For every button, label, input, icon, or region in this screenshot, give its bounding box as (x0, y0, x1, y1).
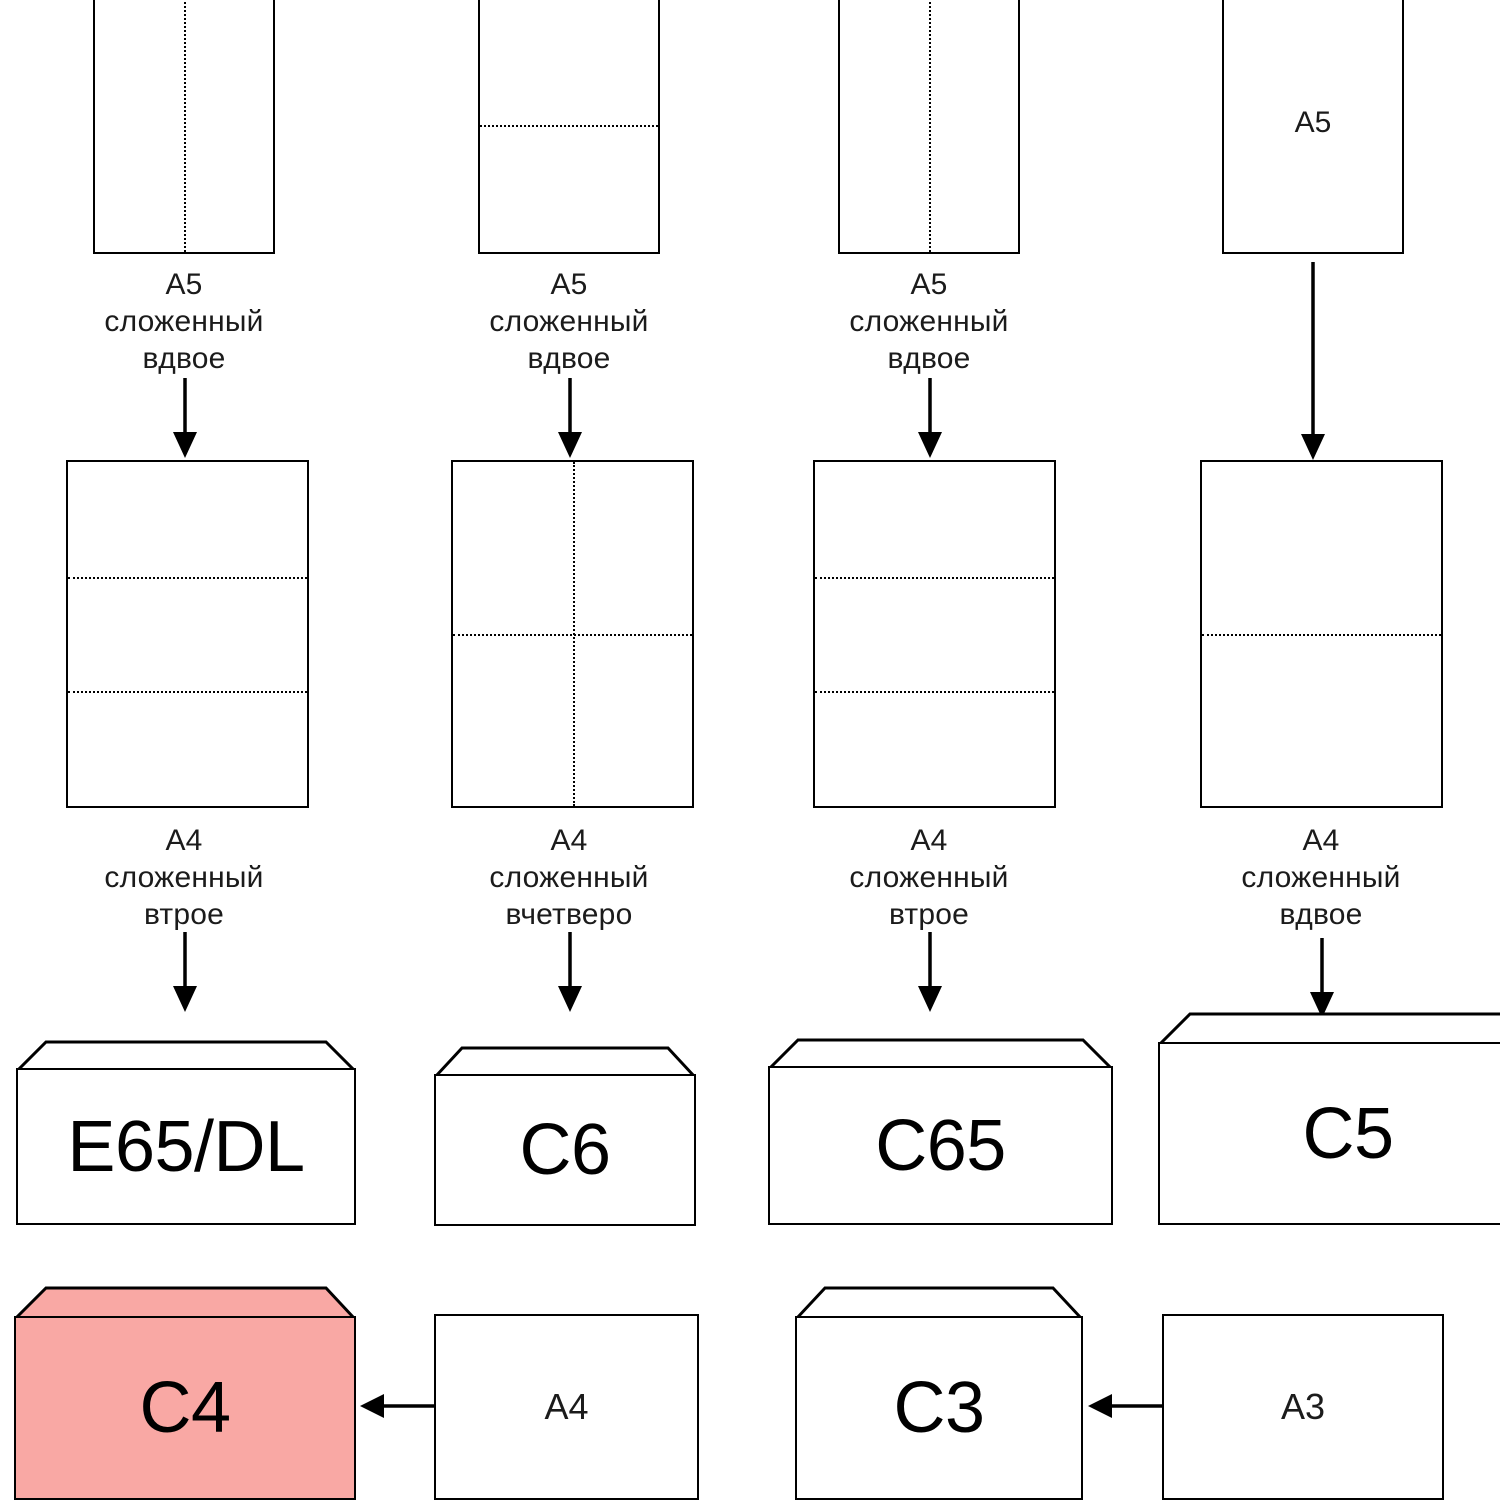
sheet-a4-col4 (1200, 460, 1443, 808)
fold-line-horizontal-2 (815, 691, 1054, 694)
arrow-down-col1-mid (173, 932, 197, 1012)
envelope-flap (14, 1286, 356, 1320)
arrow-down-col3-top (918, 378, 942, 458)
envelope-c65: C65 (768, 1038, 1113, 1225)
envelope-body: C5 (1158, 1042, 1500, 1225)
arrow-down-col4-top (1301, 262, 1325, 460)
envelope-body: C6 (434, 1074, 696, 1226)
label-a5-folded-col2: A5 сложенный вдвое (489, 268, 649, 375)
arrow-down-col2-mid (558, 932, 582, 1012)
envelope-code-label: C3 (893, 1368, 985, 1448)
arrow-down-col2-top (558, 378, 582, 458)
sheet-a5-col2 (478, 0, 660, 254)
sheet-a4-col3 (813, 460, 1056, 808)
arrow-left-a3-to-c3 (1088, 1394, 1166, 1418)
envelope-body: E65/DL (16, 1068, 356, 1225)
label-a4-folded-col1: A4 сложенный втрое (104, 824, 264, 931)
envelope-c4: C4 (14, 1286, 356, 1500)
envelope-body: C65 (768, 1066, 1113, 1225)
fold-line-horizontal-1 (815, 576, 1054, 579)
sheet-size-label-a5: A5 (1294, 106, 1332, 139)
sheet-a3-bottom: A3 (1162, 1314, 1444, 1500)
label-a4-folded-col2: A4 сложенный вчетверо (489, 824, 649, 931)
fold-line-horizontal (1202, 634, 1441, 636)
sheet-a5-col1 (93, 0, 275, 254)
arrow-down-col1-top (173, 378, 197, 458)
label-a4-folded-col4: A4 сложенный вдвое (1241, 824, 1401, 931)
envelope-flap (795, 1286, 1083, 1320)
arrow-left-a4-to-c4 (360, 1394, 438, 1418)
envelope-body: C4 (14, 1316, 356, 1500)
fold-line-horizontal-2 (68, 691, 307, 694)
envelope-code-label: E65/DL (67, 1106, 305, 1187)
envelope-body: C3 (795, 1316, 1083, 1500)
label-a5-folded-col3: A5 сложенный вдвое (849, 268, 1009, 375)
envelope-flap (1158, 1012, 1500, 1046)
envelope-code-label: C4 (139, 1368, 231, 1448)
fold-line-horizontal (480, 125, 658, 127)
label-a4-folded-col3: A4 сложенный втрое (849, 824, 1009, 931)
sheet-size-label-a4: A4 (544, 1386, 589, 1427)
envelope-c6: C6 (434, 1046, 696, 1226)
sheet-a4-bottom: A4 (434, 1314, 699, 1500)
sheet-size-label-a3: A3 (1280, 1386, 1326, 1427)
envelope-code-label: C5 (1302, 1093, 1394, 1174)
arrow-down-col4-mid (1310, 938, 1334, 1018)
envelope-c5: C5 (1158, 1012, 1500, 1225)
label-a5-folded-col1: A5 сложенный вдвое (104, 268, 264, 375)
sheet-a4-col2 (451, 460, 694, 808)
sheet-a5-col4: A5 (1222, 0, 1404, 254)
fold-line-vertical (184, 0, 186, 252)
envelope-code-label: C6 (519, 1110, 611, 1190)
fold-line-horizontal-1 (68, 576, 307, 579)
envelope-code-label: C65 (875, 1105, 1006, 1186)
sheet-a5-col3 (838, 0, 1020, 254)
fold-line-vertical (929, 0, 931, 252)
sheet-a4-col1 (66, 460, 309, 808)
arrow-down-col3-mid (918, 932, 942, 1012)
envelope-e65-dl: E65/DL (16, 1040, 356, 1225)
fold-line-horizontal (453, 634, 692, 636)
envelope-c3: C3 (795, 1286, 1083, 1500)
